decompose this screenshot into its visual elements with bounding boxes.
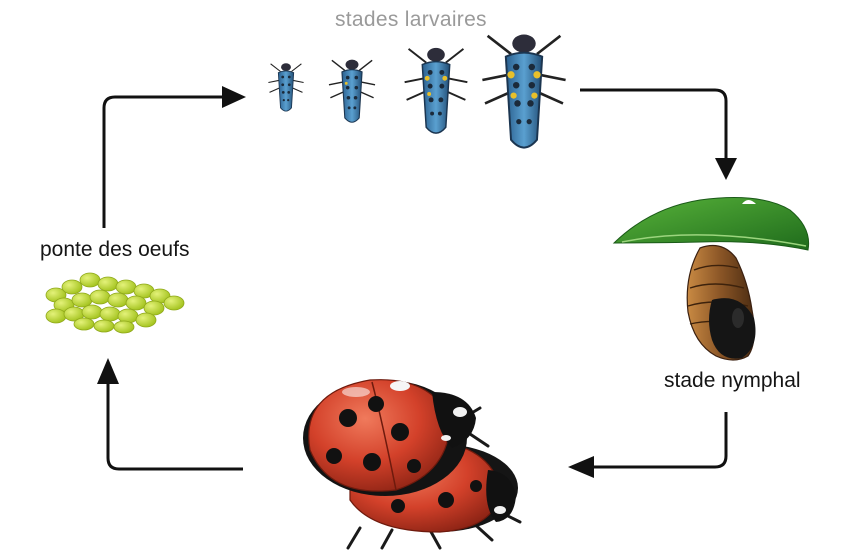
arrow-nymph-to-adult-head xyxy=(568,456,594,478)
egg-laying-label: ponte des oeufs xyxy=(40,238,189,262)
larva-icon xyxy=(268,63,303,111)
arrow-eggs-to-larvae xyxy=(104,97,226,228)
ladybird-icon xyxy=(303,380,520,548)
larva-icon xyxy=(405,48,468,133)
nymph-stage-label: stade nymphal xyxy=(664,369,801,393)
larva-icon xyxy=(482,35,565,148)
arrow-eggs-to-larvae-head xyxy=(222,86,246,108)
arrow-larvae-to-nymph xyxy=(580,90,726,162)
pupa-icon xyxy=(687,246,755,360)
arrow-larvae-to-nymph-head xyxy=(715,158,737,180)
nymph-stage xyxy=(614,198,809,360)
arrow-adult-to-eggs-head xyxy=(97,358,119,384)
egg-cluster-icon xyxy=(46,273,184,333)
larval-stages-label: stades larvaires xyxy=(335,8,487,32)
larva-icon xyxy=(329,60,375,123)
arrow-nymph-to-adult xyxy=(590,412,726,467)
larval-stages xyxy=(268,35,565,148)
arrow-adult-to-eggs xyxy=(108,380,243,469)
